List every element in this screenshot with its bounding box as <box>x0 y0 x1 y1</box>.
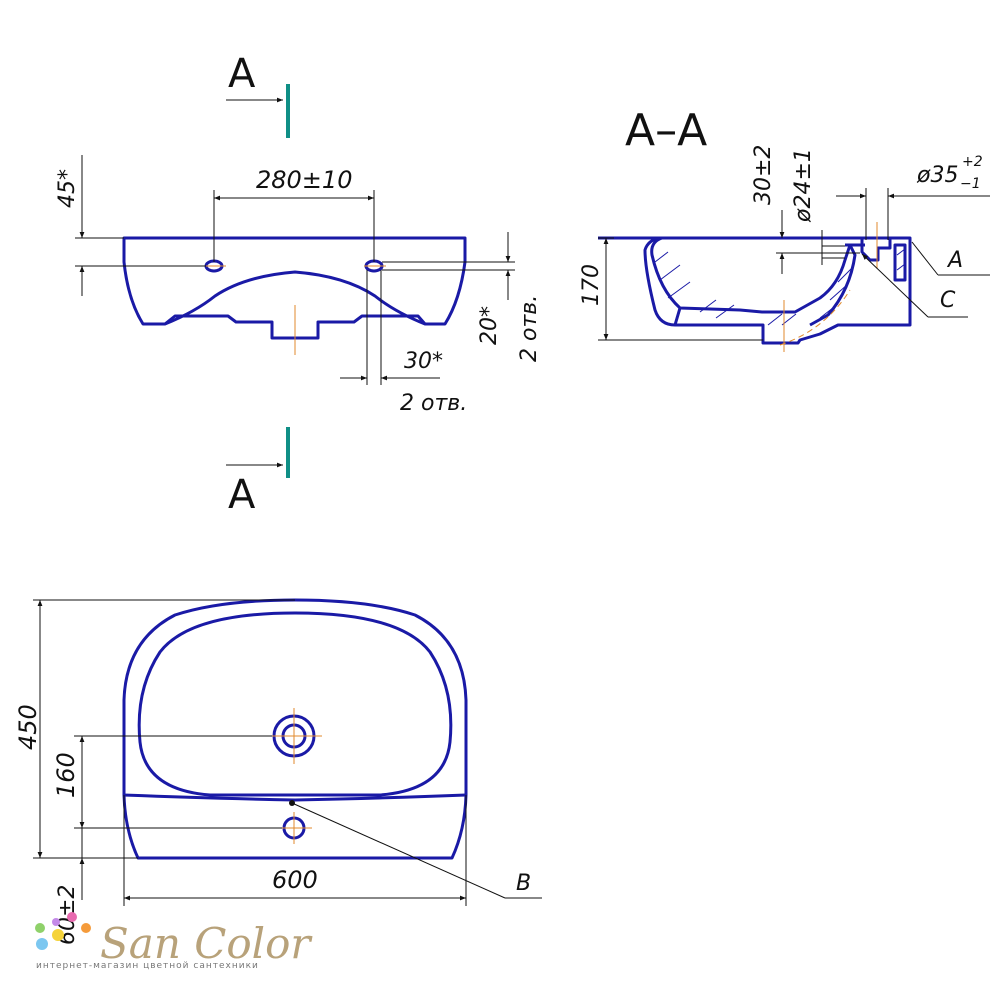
dim-d24: ø24±1 <box>791 148 816 223</box>
logo-dot <box>36 938 48 950</box>
dim-2otv-horizontal: 2 отв. <box>400 391 467 416</box>
logo-dot <box>67 912 77 922</box>
plan-view: 450 160 60±2 600 B <box>14 598 542 945</box>
dim-d35-tol-low: −1 <box>960 176 981 192</box>
section-title: A–A <box>625 105 707 156</box>
front-view: 280±10 45* 20* 2 отв. 30* 2 отв. <box>55 155 542 416</box>
dim-d35: ø35 <box>916 163 958 188</box>
callout-A: A <box>946 248 963 273</box>
dim-45: 45* <box>55 169 80 208</box>
section-mark-bottom: A <box>226 427 290 518</box>
dim-450: 450 <box>14 704 42 750</box>
dim-30pm2: 30±2 <box>751 145 776 205</box>
logo-title: San Color <box>100 919 313 968</box>
logo-dot <box>81 923 91 933</box>
dim-170: 170 <box>579 264 604 306</box>
dim-2otv-vertical: 2 отв. <box>517 295 542 362</box>
dim-20: 20* <box>477 306 502 345</box>
section-label-bottom: A <box>228 472 256 518</box>
dim-600: 600 <box>272 866 318 894</box>
logo-tagline: интернет-магазин цветной сантехники <box>36 961 259 971</box>
logo-dot <box>35 923 45 933</box>
section-view: A–A 170 <box>579 105 990 352</box>
dim-d35-tol-up: +2 <box>962 154 983 170</box>
logo-dot <box>52 918 60 926</box>
section-mark-top: A <box>226 51 290 138</box>
logo-dot <box>52 929 64 941</box>
section-label-top: A <box>228 51 256 97</box>
dim-30: 30* <box>404 349 443 374</box>
dim-160: 160 <box>52 752 80 798</box>
callout-B: B <box>516 871 531 896</box>
dim-280: 280±10 <box>256 166 352 194</box>
callout-C: C <box>940 288 956 313</box>
sancolor-logo: San Color интернет-магазин цветной санте… <box>35 912 313 971</box>
